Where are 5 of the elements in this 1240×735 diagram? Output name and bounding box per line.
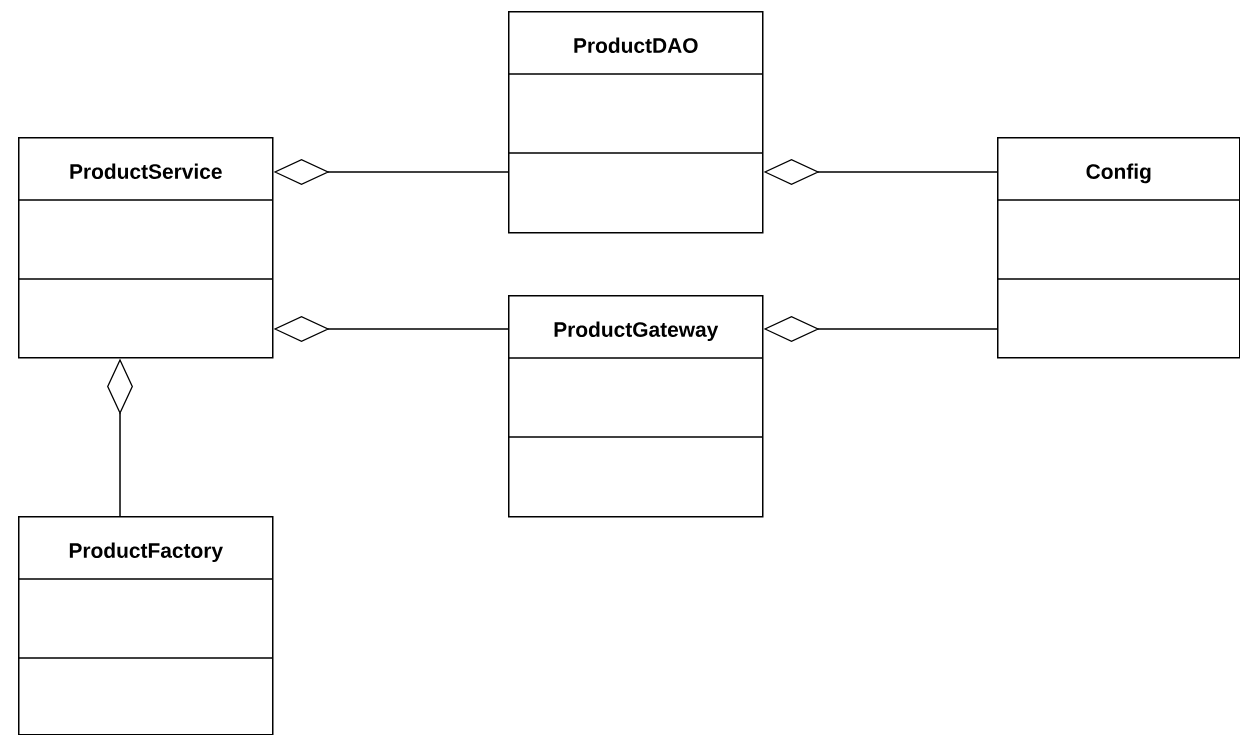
class-box: ProductFactory	[17, 516, 274, 735]
class-box: ProductDAO	[507, 11, 764, 234]
class-box: ProductService	[17, 137, 274, 359]
class-box: Config	[996, 137, 1240, 359]
class-box: ProductGateway	[507, 295, 764, 518]
